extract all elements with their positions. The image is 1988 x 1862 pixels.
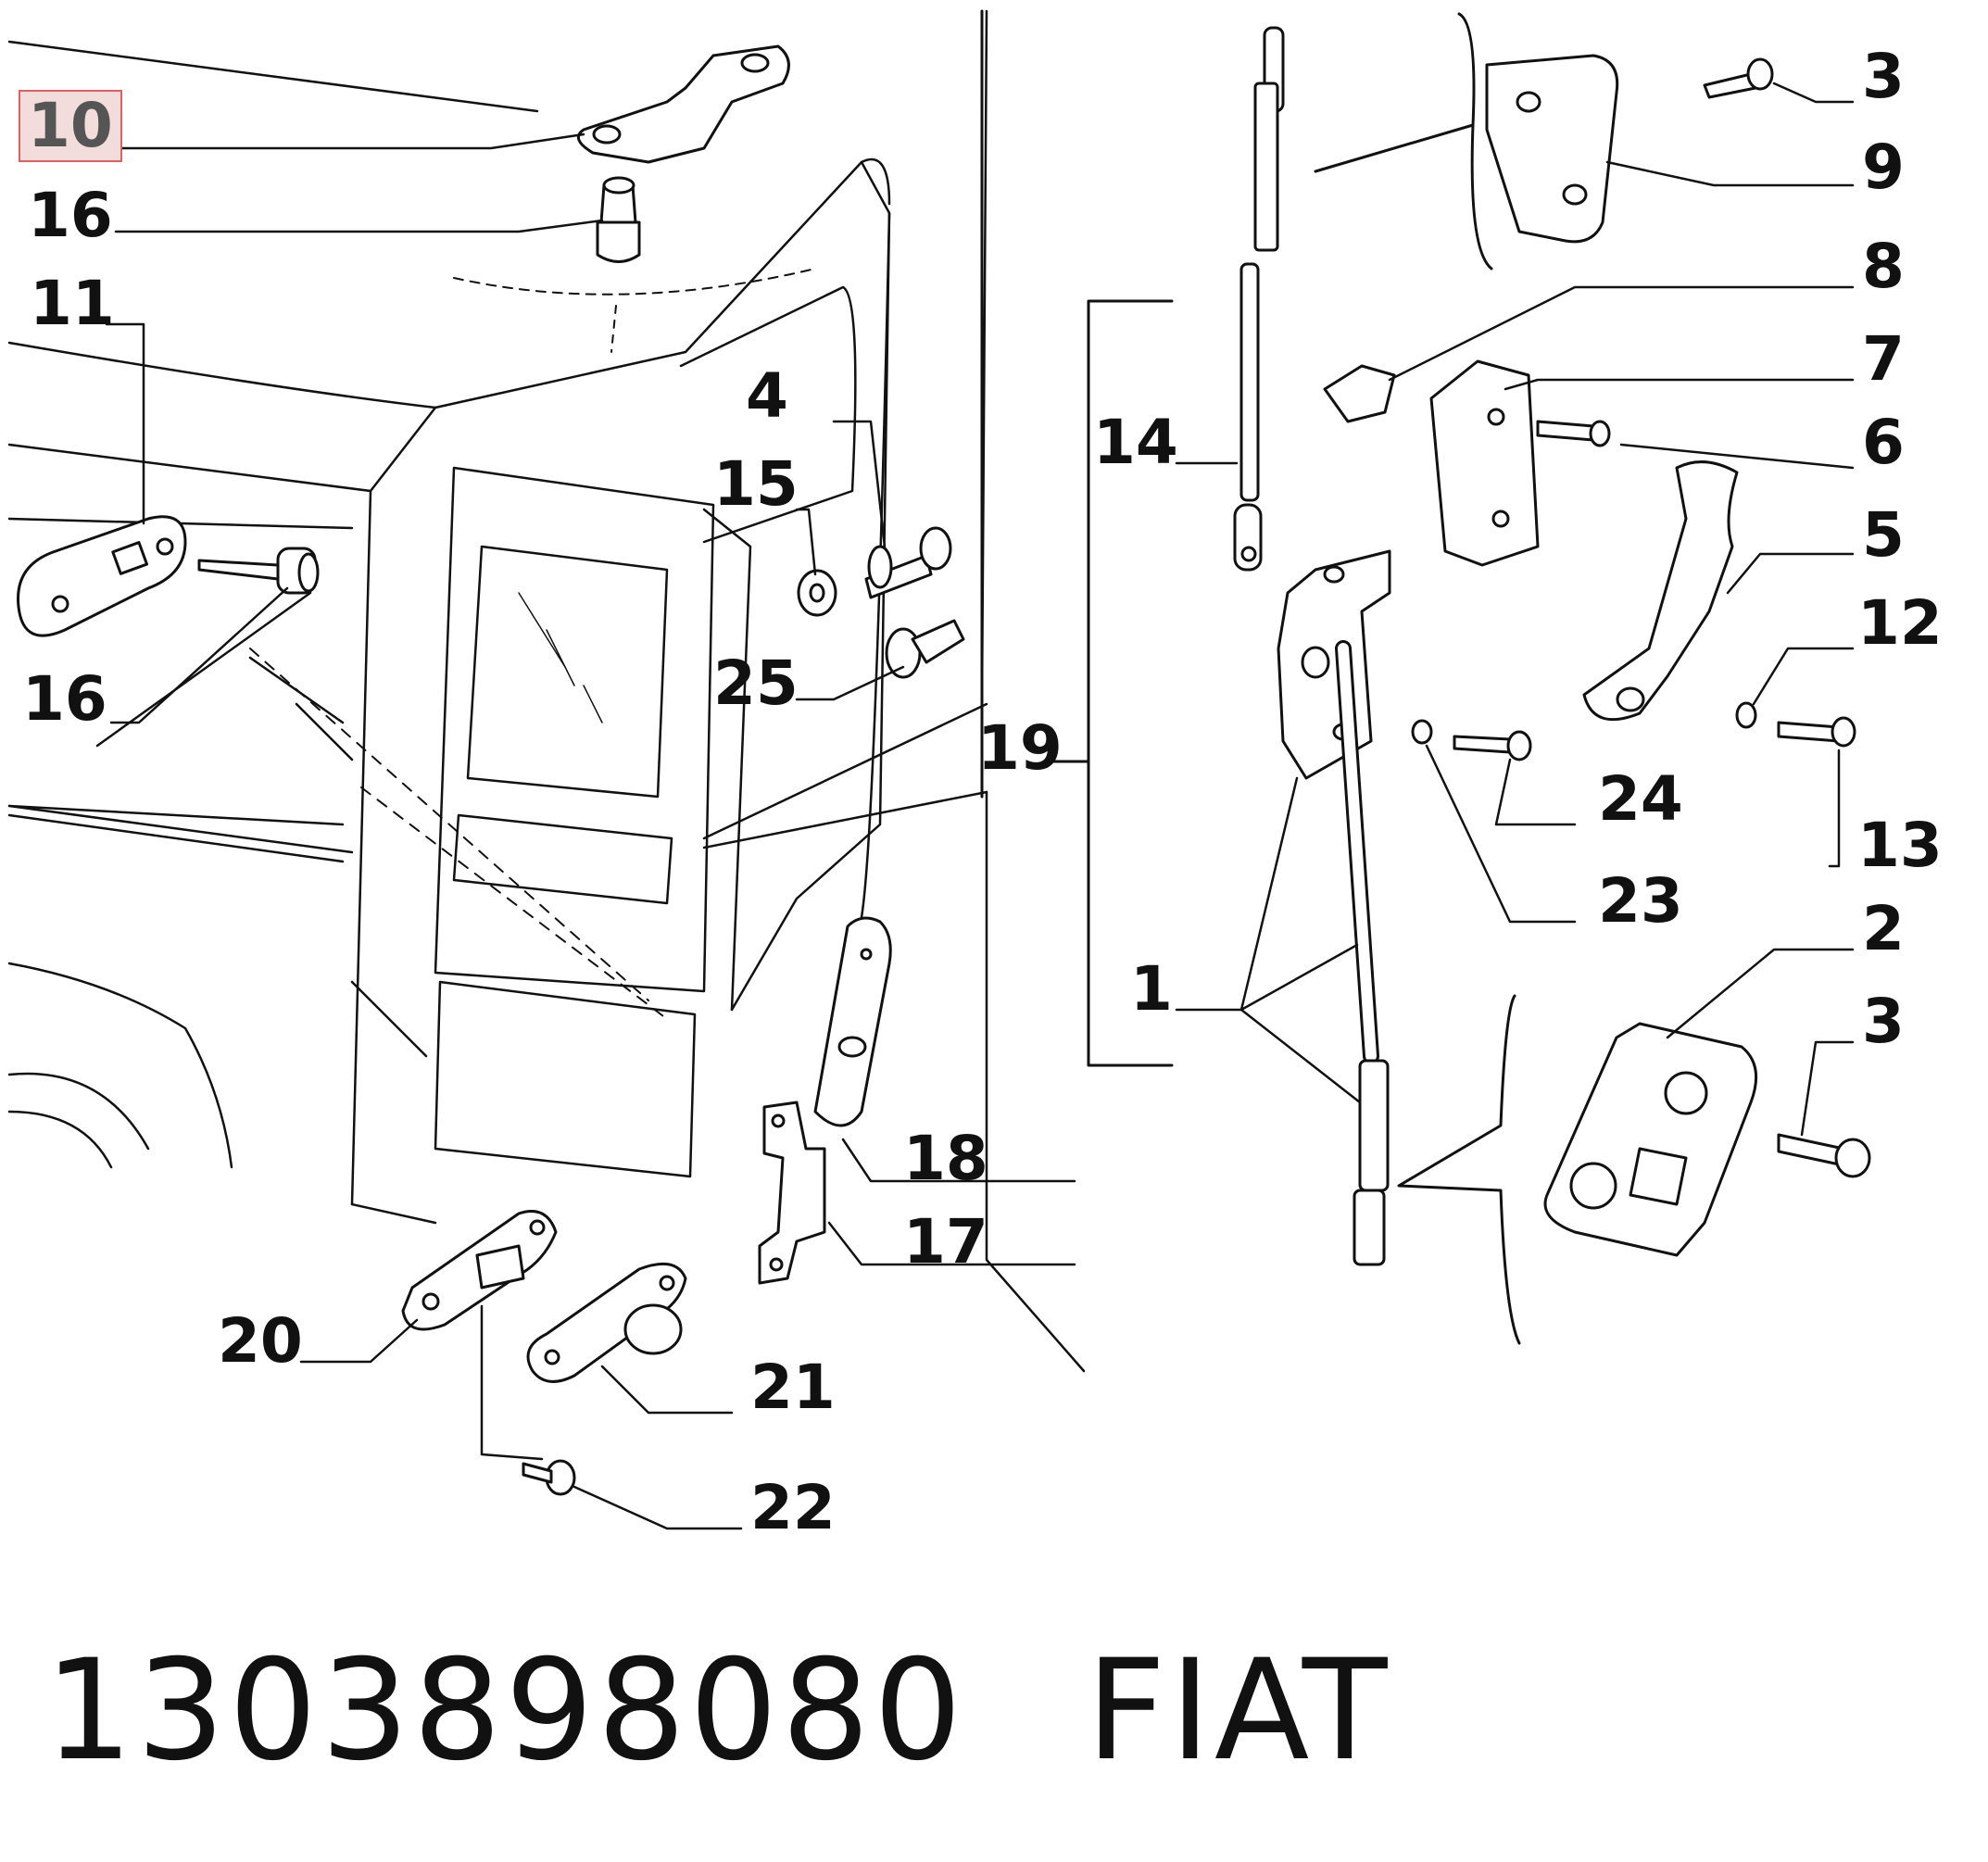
part-5-handle bbox=[1584, 462, 1737, 720]
callout-5: 5 bbox=[1862, 499, 1905, 571]
callout-16-top: 16 bbox=[28, 180, 113, 251]
callout-21: 21 bbox=[750, 1352, 836, 1423]
callout-3-top: 3 bbox=[1862, 41, 1905, 112]
brace-top bbox=[1315, 14, 1491, 269]
callout-11: 11 bbox=[30, 268, 115, 339]
part-14-rod-upper bbox=[1235, 28, 1283, 570]
brace-bottom bbox=[1399, 996, 1519, 1343]
callout-16-left: 16 bbox=[22, 663, 107, 735]
part-11-hinge-plate bbox=[19, 517, 186, 635]
part-10-hinge-bracket bbox=[578, 46, 788, 162]
part-number: 1303898080 bbox=[44, 1630, 966, 1792]
part-8-clip bbox=[1325, 366, 1394, 421]
part-7-cover bbox=[1431, 361, 1538, 565]
callout-20: 20 bbox=[218, 1305, 303, 1377]
callout-18: 18 bbox=[903, 1123, 988, 1194]
callout-13: 13 bbox=[1857, 810, 1943, 881]
part-24-bolt bbox=[1454, 732, 1530, 760]
footer: 1303898080 FIAT bbox=[44, 1630, 1390, 1792]
part-25-clip bbox=[887, 621, 963, 677]
part-16-pin-top bbox=[598, 178, 639, 262]
callout-8: 8 bbox=[1862, 231, 1905, 302]
callout-12: 12 bbox=[1857, 587, 1943, 659]
part-13-bolt bbox=[1779, 718, 1855, 746]
part-4-striker-bolt bbox=[866, 528, 950, 598]
part-16-bolt-left bbox=[199, 548, 318, 593]
bracket-19 bbox=[1088, 301, 1172, 1065]
callout-22: 22 bbox=[750, 1472, 836, 1543]
callout-17: 17 bbox=[903, 1206, 988, 1277]
leader-lines bbox=[97, 83, 1853, 1529]
brand-name: FIAT bbox=[1086, 1630, 1391, 1792]
callout-24: 24 bbox=[1598, 763, 1683, 835]
callout-25: 25 bbox=[713, 648, 799, 719]
part-17-strap-bracket bbox=[760, 1102, 824, 1283]
callout-7: 7 bbox=[1862, 323, 1905, 395]
part-2-lock-housing bbox=[1545, 1024, 1756, 1255]
callout-2: 2 bbox=[1862, 893, 1905, 964]
callout-6: 6 bbox=[1862, 407, 1905, 478]
part-20-plate bbox=[403, 1212, 556, 1330]
callout-1: 1 bbox=[1130, 953, 1173, 1025]
part-9-handle-housing bbox=[1487, 56, 1617, 242]
part-18-cover-plate bbox=[815, 918, 890, 1126]
part-22-screw bbox=[523, 1461, 574, 1494]
part-3-screw-top bbox=[1705, 59, 1772, 97]
part-12-washer bbox=[1737, 703, 1755, 727]
part-15-washer bbox=[799, 571, 836, 615]
callout-3-bottom: 3 bbox=[1862, 986, 1905, 1057]
callout-9: 9 bbox=[1862, 132, 1905, 203]
part-1-lock-mechanism bbox=[1278, 551, 1390, 1264]
callout-23: 23 bbox=[1598, 865, 1683, 937]
callout-4: 4 bbox=[746, 360, 788, 432]
callout-19: 19 bbox=[977, 712, 1063, 784]
callout-10[interactable]: 10 bbox=[19, 90, 122, 162]
part-3-screw-bottom bbox=[1779, 1135, 1869, 1176]
part-6-bolt bbox=[1538, 421, 1609, 446]
callout-14: 14 bbox=[1093, 407, 1178, 478]
callout-15: 15 bbox=[713, 448, 799, 520]
part-21-plate bbox=[528, 1264, 686, 1381]
part-23-washer bbox=[1413, 721, 1431, 743]
